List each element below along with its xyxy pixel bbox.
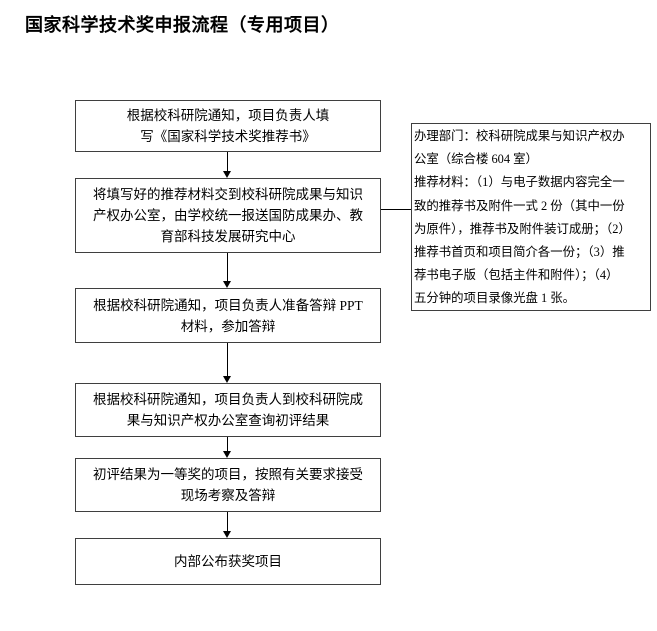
arrow-line [227, 512, 228, 532]
flow-step-4-text: 根据校科研院通知，项目负责人到校科研院成 果与知识产权办公室查询初评结果 [93, 392, 363, 428]
note-line: 致的推荐书及附件一式 2 份（其中一份 [414, 198, 625, 213]
down-arrow-icon [223, 437, 232, 458]
page-title: 国家科学技术奖申报流程（专用项目） [25, 15, 340, 35]
flow-step-2: 将填写好的推荐材料交到校科研院成果与知识 产权办公室，由学校统一报送国防成果办、… [75, 178, 381, 253]
flow-step-1-text: 根据校科研院通知，项目负责人填 写《国家科学技术奖推荐书》 [126, 108, 330, 144]
note-line: 办理部门：校科研院成果与知识产权办 [414, 129, 625, 143]
down-arrow-icon [223, 512, 232, 538]
flow-step-6: 内部公布获奖项目 [75, 538, 381, 585]
flow-step-6-text: 内部公布获奖项目 [174, 554, 282, 569]
down-arrow-icon [223, 343, 232, 383]
down-arrow-icon [223, 253, 232, 288]
arrow-head-icon [223, 531, 231, 538]
note-line: 公室（综合楼 604 室） [414, 152, 538, 167]
note-connector-line [381, 209, 411, 210]
down-arrow-icon [223, 152, 232, 178]
note-line: 为原件），推荐书及附件装订成册；（2） [414, 221, 631, 236]
arrow-line [227, 253, 228, 282]
flow-step-5-text: 初评结果为一等奖的项目，按照有关要求接受 现场考察及答辩 [93, 467, 363, 503]
arrow-line [227, 152, 228, 172]
flow-step-5: 初评结果为一等奖的项目，按照有关要求接受 现场考察及答辩 [75, 458, 381, 512]
arrow-line [227, 343, 228, 377]
flow-step-4: 根据校科研院通知，项目负责人到校科研院成 果与知识产权办公室查询初评结果 [75, 383, 381, 437]
arrow-head-icon [223, 451, 231, 458]
flow-step-1: 根据校科研院通知，项目负责人填 写《国家科学技术奖推荐书》 [75, 100, 381, 152]
flow-step-2-text: 将填写好的推荐材料交到校科研院成果与知识 产权办公室，由学校统一报送国防成果办、… [93, 187, 363, 244]
flow-step-3-text: 根据校科研院通知，项目负责人准备答辩 PPT 材料，参加答辩 [93, 297, 363, 334]
arrow-head-icon [223, 171, 231, 178]
note-line: 五分钟的项目录像光盘 1 张。 [414, 291, 576, 306]
flow-step-3: 根据校科研院通知，项目负责人准备答辩 PPT 材料，参加答辩 [75, 288, 381, 343]
note-line: 推荐材料：（1）与电子数据内容完全一 [414, 175, 625, 190]
note-line: 荐书电子版（包括主件和附件）；（4） [414, 268, 619, 283]
arrow-head-icon [223, 281, 231, 288]
arrow-line [227, 437, 228, 452]
note-box: 办理部门：校科研院成果与知识产权办 公室（综合楼 604 室） 推荐材料：（1）… [411, 123, 651, 311]
note-line: 推荐书首页和项目简介各一份；（3）推 [414, 245, 625, 260]
arrow-head-icon [223, 376, 231, 383]
